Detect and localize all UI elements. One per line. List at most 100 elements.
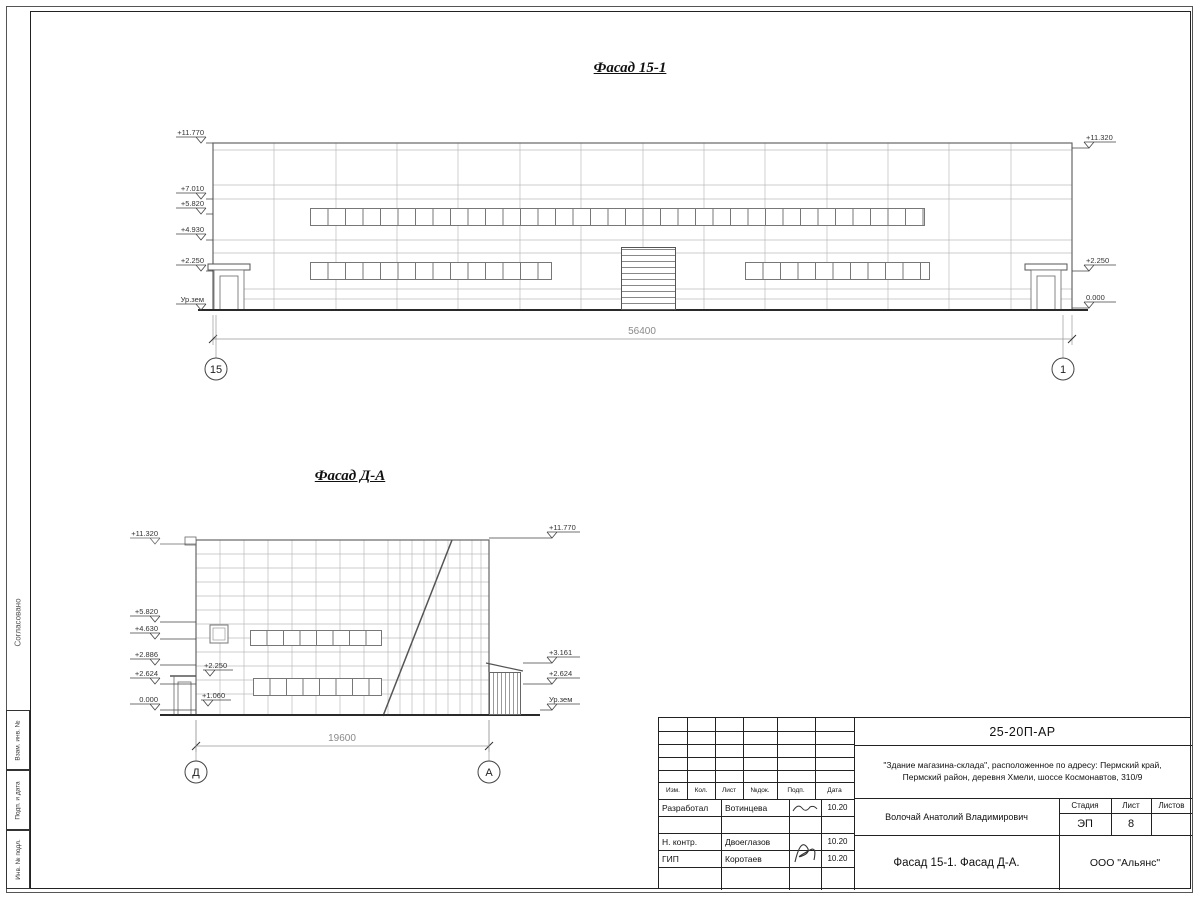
window-ribbon-upper	[250, 630, 382, 646]
rev-header: №док.	[750, 787, 770, 794]
axis-1: 1	[1051, 315, 1075, 381]
elevation-mark: 0.000	[139, 695, 158, 704]
approve-stamp-area: Согласовано	[6, 580, 30, 665]
elevation-mark: +4.930	[181, 225, 204, 234]
elevation-mark: +11.320	[1086, 133, 1113, 142]
row-name: Коротаев	[725, 853, 762, 864]
elevation-mark: +11.320	[131, 529, 158, 538]
window-ribbon-upper	[310, 208, 925, 226]
elevation-marks-inner	[201, 669, 233, 707]
elevation-mark: +2.624	[549, 669, 572, 678]
elevation-mark: Ур.зем	[181, 295, 204, 304]
signature	[794, 844, 816, 863]
window-ribbon-lower	[253, 678, 382, 696]
axis-15: 15	[204, 315, 228, 381]
tb-line	[743, 718, 744, 799]
elevation-mark: +5.820	[181, 199, 204, 208]
elevation-mark: +2.624	[135, 669, 158, 678]
elevation-marks-right	[489, 531, 580, 711]
left-entrance	[207, 263, 251, 311]
signature	[792, 805, 818, 812]
panel-grid-horizontal	[196, 553, 489, 695]
project-line-2: Пермский район, деревня Хмели, шоссе Кос…	[902, 771, 1143, 782]
elevation-mark: +5.820	[135, 607, 158, 616]
stage-label: Стадия	[1071, 801, 1099, 810]
tb-line	[659, 757, 854, 758]
title-block: Изм. Кол. Лист №док. Подп. Дата Разработ…	[658, 717, 1192, 890]
sectional-gate	[621, 247, 676, 310]
tb-line	[854, 745, 1192, 746]
margin-cell-vzam-inv: Взам. инв. №	[6, 710, 30, 770]
tb-line	[659, 770, 854, 771]
elevation-marks-left	[176, 136, 213, 311]
elevation-mark: +7.010	[181, 184, 204, 193]
elevation-mark: +2.886	[135, 650, 158, 659]
rev-header: Подп.	[787, 787, 805, 794]
row-date: 10.20	[827, 854, 848, 863]
tb-line	[1111, 798, 1112, 835]
sheets-value	[1151, 813, 1192, 835]
drawing-name: Фасад 15-1. Фасад Д-А.	[893, 856, 1020, 869]
supervisor-name: Волочай Анатолий Владимирович	[885, 811, 1028, 822]
square-window	[209, 624, 229, 644]
tb-line	[659, 816, 854, 817]
tb-line	[659, 782, 854, 783]
panel-grid-vertical	[273, 143, 1012, 310]
margin-cell-podp-data: Подп. и дата	[6, 770, 30, 830]
elevation-mark: +11.770	[177, 128, 204, 137]
tb-line	[659, 744, 854, 745]
elevation-mark: +2.250	[204, 661, 227, 670]
rev-header: Кол.	[694, 787, 708, 794]
facade-15-1-drawing: 56400 15 1 +11.770 +7.010 +5.820 +4.930 …	[176, 128, 1116, 381]
diagonal-glazing-edge	[382, 539, 453, 717]
entrance-canopy	[485, 662, 524, 672]
elevation-mark: +3.161	[549, 648, 572, 657]
tb-line	[854, 835, 1192, 836]
dimension-label: 19600	[328, 733, 356, 744]
svg-text:15: 15	[210, 364, 222, 376]
sheets-label: Листов	[1158, 801, 1185, 810]
tb-line	[854, 798, 1192, 799]
dimension-label: 56400	[628, 326, 656, 337]
approve-label: Согласовано	[13, 598, 23, 647]
axis-a: А	[477, 720, 501, 784]
facade2-title: Фасад Д-А	[314, 468, 386, 484]
company-name: ООО "Альянс"	[1089, 856, 1161, 869]
elevation-mark: +2.250	[1086, 256, 1109, 265]
row-date: 10.20	[827, 837, 848, 846]
elevation-mark: Ур.зем	[549, 695, 572, 704]
facade-d-a-drawing: 19600 Д А +11.320 +5.820 +4.630 +2.886 +…	[130, 523, 580, 784]
margin-cell-inv-podl: Инв. № подл.	[6, 830, 30, 889]
tb-line	[815, 718, 816, 799]
elevation-mark: +2.250	[181, 256, 204, 265]
row-name: Вотинцева	[725, 802, 768, 813]
project-description: "Здание магазина-склада", расположенное …	[854, 745, 1191, 798]
tb-line	[715, 718, 716, 799]
elevation-marks-left	[130, 537, 196, 711]
elevation-mark: +4.630	[135, 624, 158, 633]
rev-header: Лист	[721, 787, 737, 794]
project-line-1: "Здание магазина-склада", расположенное …	[883, 759, 1162, 770]
sheet-outer-border	[6, 6, 1193, 893]
sheet-value: 8	[1127, 818, 1135, 830]
tb-line	[659, 731, 854, 732]
svg-text:Д: Д	[192, 767, 200, 779]
axis-d: Д	[184, 720, 208, 784]
tb-line	[789, 799, 790, 890]
row-name: Двоеглазов	[725, 836, 771, 847]
window-ribbon-lower-left	[310, 262, 552, 280]
sheet-frame	[30, 11, 1191, 889]
facade1-title: Фасад 15-1	[593, 60, 667, 76]
row-role: Разработал	[662, 802, 709, 813]
document-code: 25-20П-АР	[989, 724, 1056, 739]
elevation-marks-right	[1072, 141, 1116, 309]
tb-line	[659, 867, 854, 868]
tb-line	[659, 799, 854, 800]
tb-line	[687, 718, 688, 799]
tb-line	[721, 799, 722, 890]
elevation-mark: 0.000	[1086, 293, 1105, 302]
tb-line	[1151, 798, 1152, 835]
svg-text:1: 1	[1060, 364, 1066, 376]
row-date: 10.20	[827, 803, 848, 812]
